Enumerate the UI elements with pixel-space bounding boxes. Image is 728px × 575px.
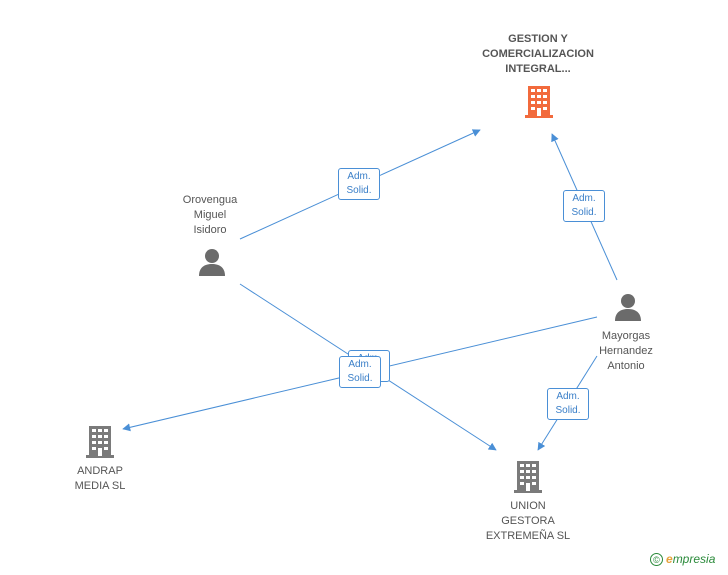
badge-line1: Adm. [556,391,580,402]
person-icon[interactable] [613,292,643,322]
badge-line1: Adm. [347,171,371,182]
node-label-gestion[interactable]: GESTION Y COMERCIALIZACION INTEGRAL... [482,33,594,75]
copyright-icon: © [650,553,663,567]
node-label-mayorgas[interactable]: Mayorgas Hernandez Antonio [599,330,653,372]
badge-line2: Solid. [346,185,372,196]
node-label-orovengua[interactable]: Orovengua Miguel Isidoro [182,194,238,236]
brand-initial: e [666,552,673,566]
brand-logo[interactable]: ©empresia [650,552,716,567]
badge-line1: Adm. [348,359,372,370]
node-label-andrap[interactable]: ANDRAP MEDIA SL [74,465,126,492]
building-icon[interactable] [84,424,116,460]
edge-badge-mayorgas-gestion[interactable]: Adm. Solid. [563,190,605,222]
edge-badge-orovengua-gestion[interactable]: Adm. Solid. [338,168,380,200]
edge-badge-mayorgas-union[interactable]: Adm. Solid. [547,388,589,420]
brand-name: mpresia [672,552,716,566]
building-icon[interactable] [523,84,555,120]
badge-line1: Adm. [572,193,596,204]
building-icon[interactable] [512,459,544,495]
badge-line2: Solid. [555,405,581,416]
badge-line2: Solid. [347,373,373,384]
person-icon[interactable] [197,247,227,277]
edge-badge-mayorgas-andrap[interactable]: Adm. Solid. [339,356,381,388]
badge-line2: Solid. [571,207,597,218]
node-label-union[interactable]: UNION GESTORA EXTREMEÑA SL [485,500,571,542]
